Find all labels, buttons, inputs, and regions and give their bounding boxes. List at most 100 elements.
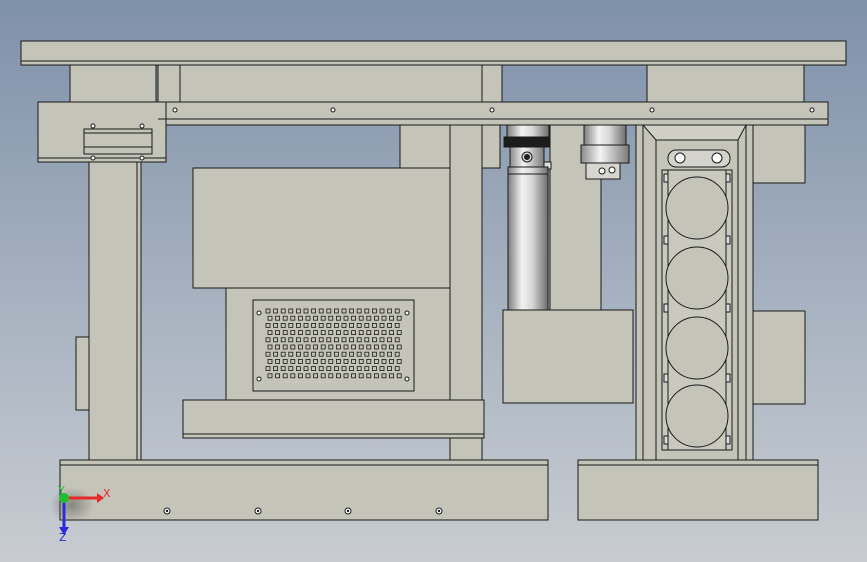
vent-hole xyxy=(267,315,273,321)
vent-hole xyxy=(326,351,332,357)
enclosure-clip xyxy=(725,373,731,383)
vent-hole xyxy=(343,344,349,350)
vent-hole xyxy=(371,337,377,343)
vent-hole xyxy=(381,358,387,364)
vent-hole xyxy=(364,337,370,343)
vent-hole xyxy=(333,351,339,357)
left-column xyxy=(88,161,142,461)
vent-hole xyxy=(396,330,402,336)
enclosure-clip xyxy=(663,435,669,445)
vent-hole xyxy=(356,322,362,328)
vent-hole xyxy=(311,337,317,343)
vent-hole xyxy=(326,322,332,328)
vent-hole xyxy=(389,344,395,350)
cross-beam xyxy=(157,101,829,126)
vent-hole xyxy=(373,344,379,350)
vent-hole xyxy=(373,373,379,379)
vent-hole xyxy=(366,330,372,336)
vent-hole xyxy=(280,337,286,343)
enclosure-clip xyxy=(663,235,669,245)
vent-hole xyxy=(381,330,387,336)
vent-hole xyxy=(335,373,341,379)
triad-shadow xyxy=(50,487,94,523)
vent-hole xyxy=(305,358,311,364)
vent-grid xyxy=(265,308,402,379)
vent-hole xyxy=(326,337,332,343)
vent-hole xyxy=(280,351,286,357)
vent-hole xyxy=(305,330,311,336)
vent-hole xyxy=(351,373,357,379)
vent-hole xyxy=(318,308,324,314)
vent-hole xyxy=(379,322,385,328)
vent-hole xyxy=(394,308,400,314)
vent-hole xyxy=(328,358,334,364)
vent-hole xyxy=(379,308,385,314)
vent-hole xyxy=(303,337,309,343)
vent-hole xyxy=(288,337,294,343)
vent-hole xyxy=(333,322,339,328)
vent-hole xyxy=(356,351,362,357)
vent-hole xyxy=(290,330,296,336)
enclosure-ring xyxy=(665,246,729,310)
vent-hole xyxy=(356,366,362,372)
vent-hole xyxy=(280,322,286,328)
vent-hole xyxy=(273,337,279,343)
vent-hole xyxy=(351,315,357,321)
vent-hole xyxy=(326,366,332,372)
enclosure-clip xyxy=(663,373,669,383)
vent-hole xyxy=(295,351,301,357)
vent-hole xyxy=(328,330,334,336)
vent-hole xyxy=(351,330,357,336)
cylinder-right-top xyxy=(583,124,627,146)
enclosure-ring xyxy=(665,176,729,240)
vent-hole xyxy=(305,315,311,321)
vent-hole xyxy=(356,337,362,343)
vent-hole xyxy=(303,366,309,372)
vent-hole xyxy=(333,308,339,314)
vent-hole xyxy=(396,315,402,321)
vent-hole xyxy=(387,337,393,343)
vent-hole xyxy=(267,330,273,336)
vent-hole xyxy=(373,315,379,321)
enclosure-clip xyxy=(663,303,669,313)
vent-hole xyxy=(371,351,377,357)
vent-hole xyxy=(328,373,334,379)
vent-hole xyxy=(282,330,288,336)
vent-hole xyxy=(280,366,286,372)
vent-hole xyxy=(341,322,347,328)
vent-hole xyxy=(366,373,372,379)
vent-hole xyxy=(282,344,288,350)
vent-hole xyxy=(343,330,349,336)
enclosure-clip xyxy=(725,235,731,245)
vent-hole xyxy=(275,344,281,350)
cylinder-block xyxy=(502,309,634,404)
vent-hole xyxy=(265,337,271,343)
vent-hole xyxy=(273,351,279,357)
vent-hole xyxy=(396,344,402,350)
vent-hole xyxy=(371,322,377,328)
vent-hole xyxy=(341,308,347,314)
enclosure-clip xyxy=(725,435,731,445)
vent-hole xyxy=(356,308,362,314)
base-plate-right xyxy=(577,459,819,521)
vent-hole xyxy=(318,322,324,328)
vent-hole xyxy=(320,315,326,321)
cylinder-left-collar xyxy=(503,136,551,148)
vent-hole xyxy=(313,330,319,336)
vent-hole xyxy=(364,351,370,357)
vent-hole xyxy=(387,322,393,328)
right-back-block-upper xyxy=(752,124,806,184)
vent-hole xyxy=(305,344,311,350)
vent-hole xyxy=(349,308,355,314)
vent-hole xyxy=(358,344,364,350)
cylinder-left-rod xyxy=(507,166,549,311)
vent-hole xyxy=(335,315,341,321)
vent-hole xyxy=(364,366,370,372)
vent-hole xyxy=(381,344,387,350)
vent-hole xyxy=(394,322,400,328)
vent-hole xyxy=(379,337,385,343)
vent-hole xyxy=(358,330,364,336)
vent-hole xyxy=(313,344,319,350)
vent-hole xyxy=(297,330,303,336)
